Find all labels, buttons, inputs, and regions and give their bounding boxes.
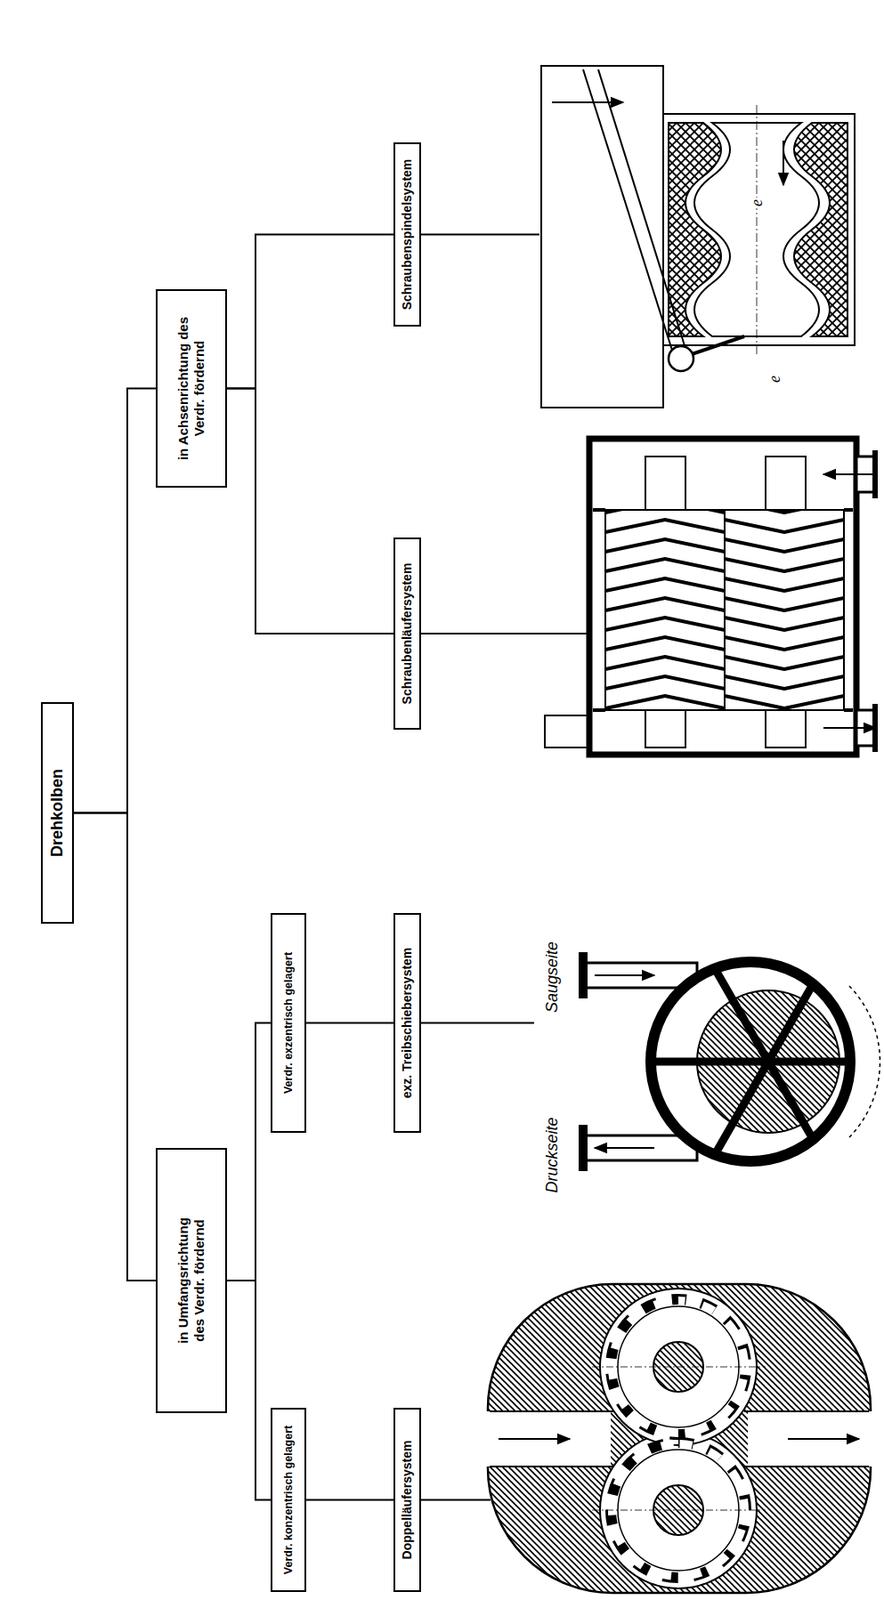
tree-connector bbox=[73, 813, 156, 1282]
category-box: Doppelläufersystem bbox=[393, 1408, 422, 1593]
box-label: in Achsenrichtung des Verdr. fördernd bbox=[175, 315, 208, 463]
box-label: Schraubenspindelsystem bbox=[399, 159, 415, 311]
vane-pump bbox=[578, 952, 880, 1172]
box-label: exz. Treibschiebersystem bbox=[399, 948, 415, 1100]
dimension-label: e bbox=[765, 373, 785, 385]
box-label: Verdr. exzentrisch gelagert bbox=[282, 952, 296, 1095]
box-label: Schraubenläufersystem bbox=[399, 563, 415, 706]
category-box: exz. Treibschiebersystem bbox=[393, 913, 422, 1134]
category-box: Verdr. exzentrisch gelagert bbox=[270, 913, 307, 1134]
gear-pump bbox=[486, 1284, 873, 1594]
box-label: Drehkolben bbox=[48, 769, 68, 858]
box-label: in Umfangsrichtung des Verdr. fördernd bbox=[175, 1208, 208, 1355]
tree-connector bbox=[306, 1022, 394, 1025]
spindle-pump bbox=[541, 65, 855, 408]
tree-connector bbox=[227, 389, 394, 635]
category-box: Verdr. konzentrisch gelagert bbox=[270, 1408, 307, 1593]
tree-connector bbox=[227, 235, 394, 390]
category-box: Drehkolben bbox=[40, 702, 74, 925]
tree-connector bbox=[227, 1281, 271, 1501]
category-box: Schraubenläufersystem bbox=[393, 537, 422, 730]
screw-pump bbox=[544, 438, 878, 755]
box-label: Doppelläufersystem bbox=[399, 1441, 415, 1561]
category-box: Schraubenspindelsystem bbox=[393, 142, 422, 327]
category-box: in Umfangsrichtung des Verdr. fördernd bbox=[155, 1148, 228, 1414]
port-label: Saugseite bbox=[543, 940, 562, 1015]
dimension-label: e bbox=[747, 197, 767, 209]
tree-connector bbox=[227, 1023, 271, 1282]
port-label: Druckseite bbox=[543, 1115, 562, 1195]
box-label: Verdr. konzentrisch gelagert bbox=[282, 1426, 296, 1575]
category-box: in Achsenrichtung des Verdr. fördernd bbox=[155, 289, 228, 488]
tree-connector bbox=[73, 389, 156, 814]
tree-connector bbox=[306, 1500, 394, 1502]
